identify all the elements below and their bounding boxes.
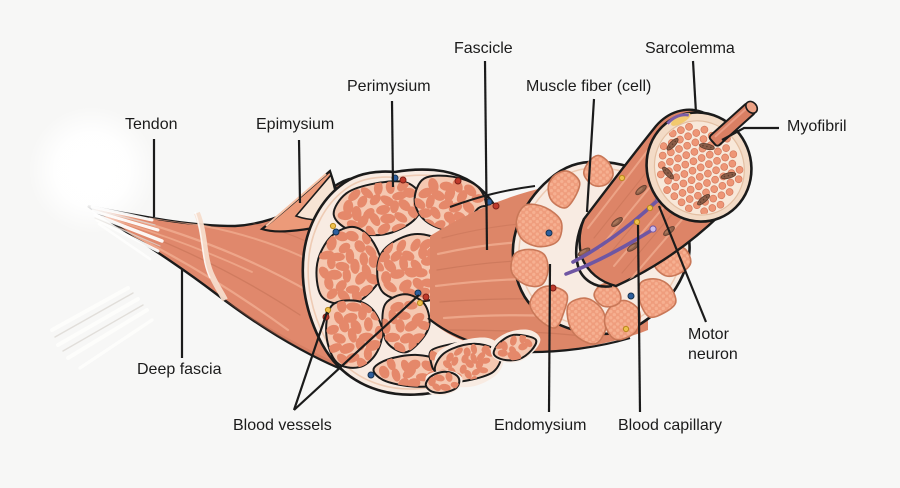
mitochondria: [662, 137, 737, 206]
epimysium-leader-line: [297, 139, 302, 204]
motor-neuron-leader-line: [657, 205, 708, 323]
sarcolemma-leader-line: [691, 60, 698, 114]
fat-specks: [618, 174, 654, 212]
blood-capillary-leader-line: [636, 224, 642, 413]
label-tendon: Tendon: [125, 116, 178, 133]
blood-vessels-leader-line-left: [292, 311, 329, 411]
small-cut-fascicles: [424, 329, 541, 396]
endomysium-leader-line: [547, 263, 552, 413]
muscle-fiber-leader-line: [585, 98, 596, 213]
label-muscle-fiber: Muscle fiber (cell): [526, 78, 652, 95]
perimysium-leader-line: [390, 100, 395, 188]
myofibril-rod: [708, 100, 759, 147]
label-blood-vessels: Blood vessels: [233, 417, 332, 434]
fiber-nuclei: [577, 184, 675, 257]
neuron-end: [666, 113, 689, 125]
label-fascicle: Fascicle: [454, 40, 513, 57]
label-epimysium: Epimysium: [256, 116, 335, 133]
myofibril-leader-line: [721, 126, 779, 141]
fascicle-leader-line: [483, 60, 489, 251]
label-sarcolemma: Sarcolemma: [645, 40, 735, 57]
fascia-seam: [194, 211, 228, 302]
leader-lines: [152, 60, 779, 413]
label-blood-capillary: Blood capillary: [618, 417, 723, 434]
highlight-glow: [28, 106, 156, 234]
label-myofibril: Myofibril: [787, 118, 847, 135]
label-endomysium: Endomysium: [494, 417, 587, 434]
label-motor-neuron: Motor neuron: [688, 326, 738, 363]
blood-vessels-leader-line-right: [293, 294, 420, 411]
label-perimysium: Perimysium: [347, 78, 431, 95]
label-deep-fascia: Deep fascia: [137, 361, 222, 378]
